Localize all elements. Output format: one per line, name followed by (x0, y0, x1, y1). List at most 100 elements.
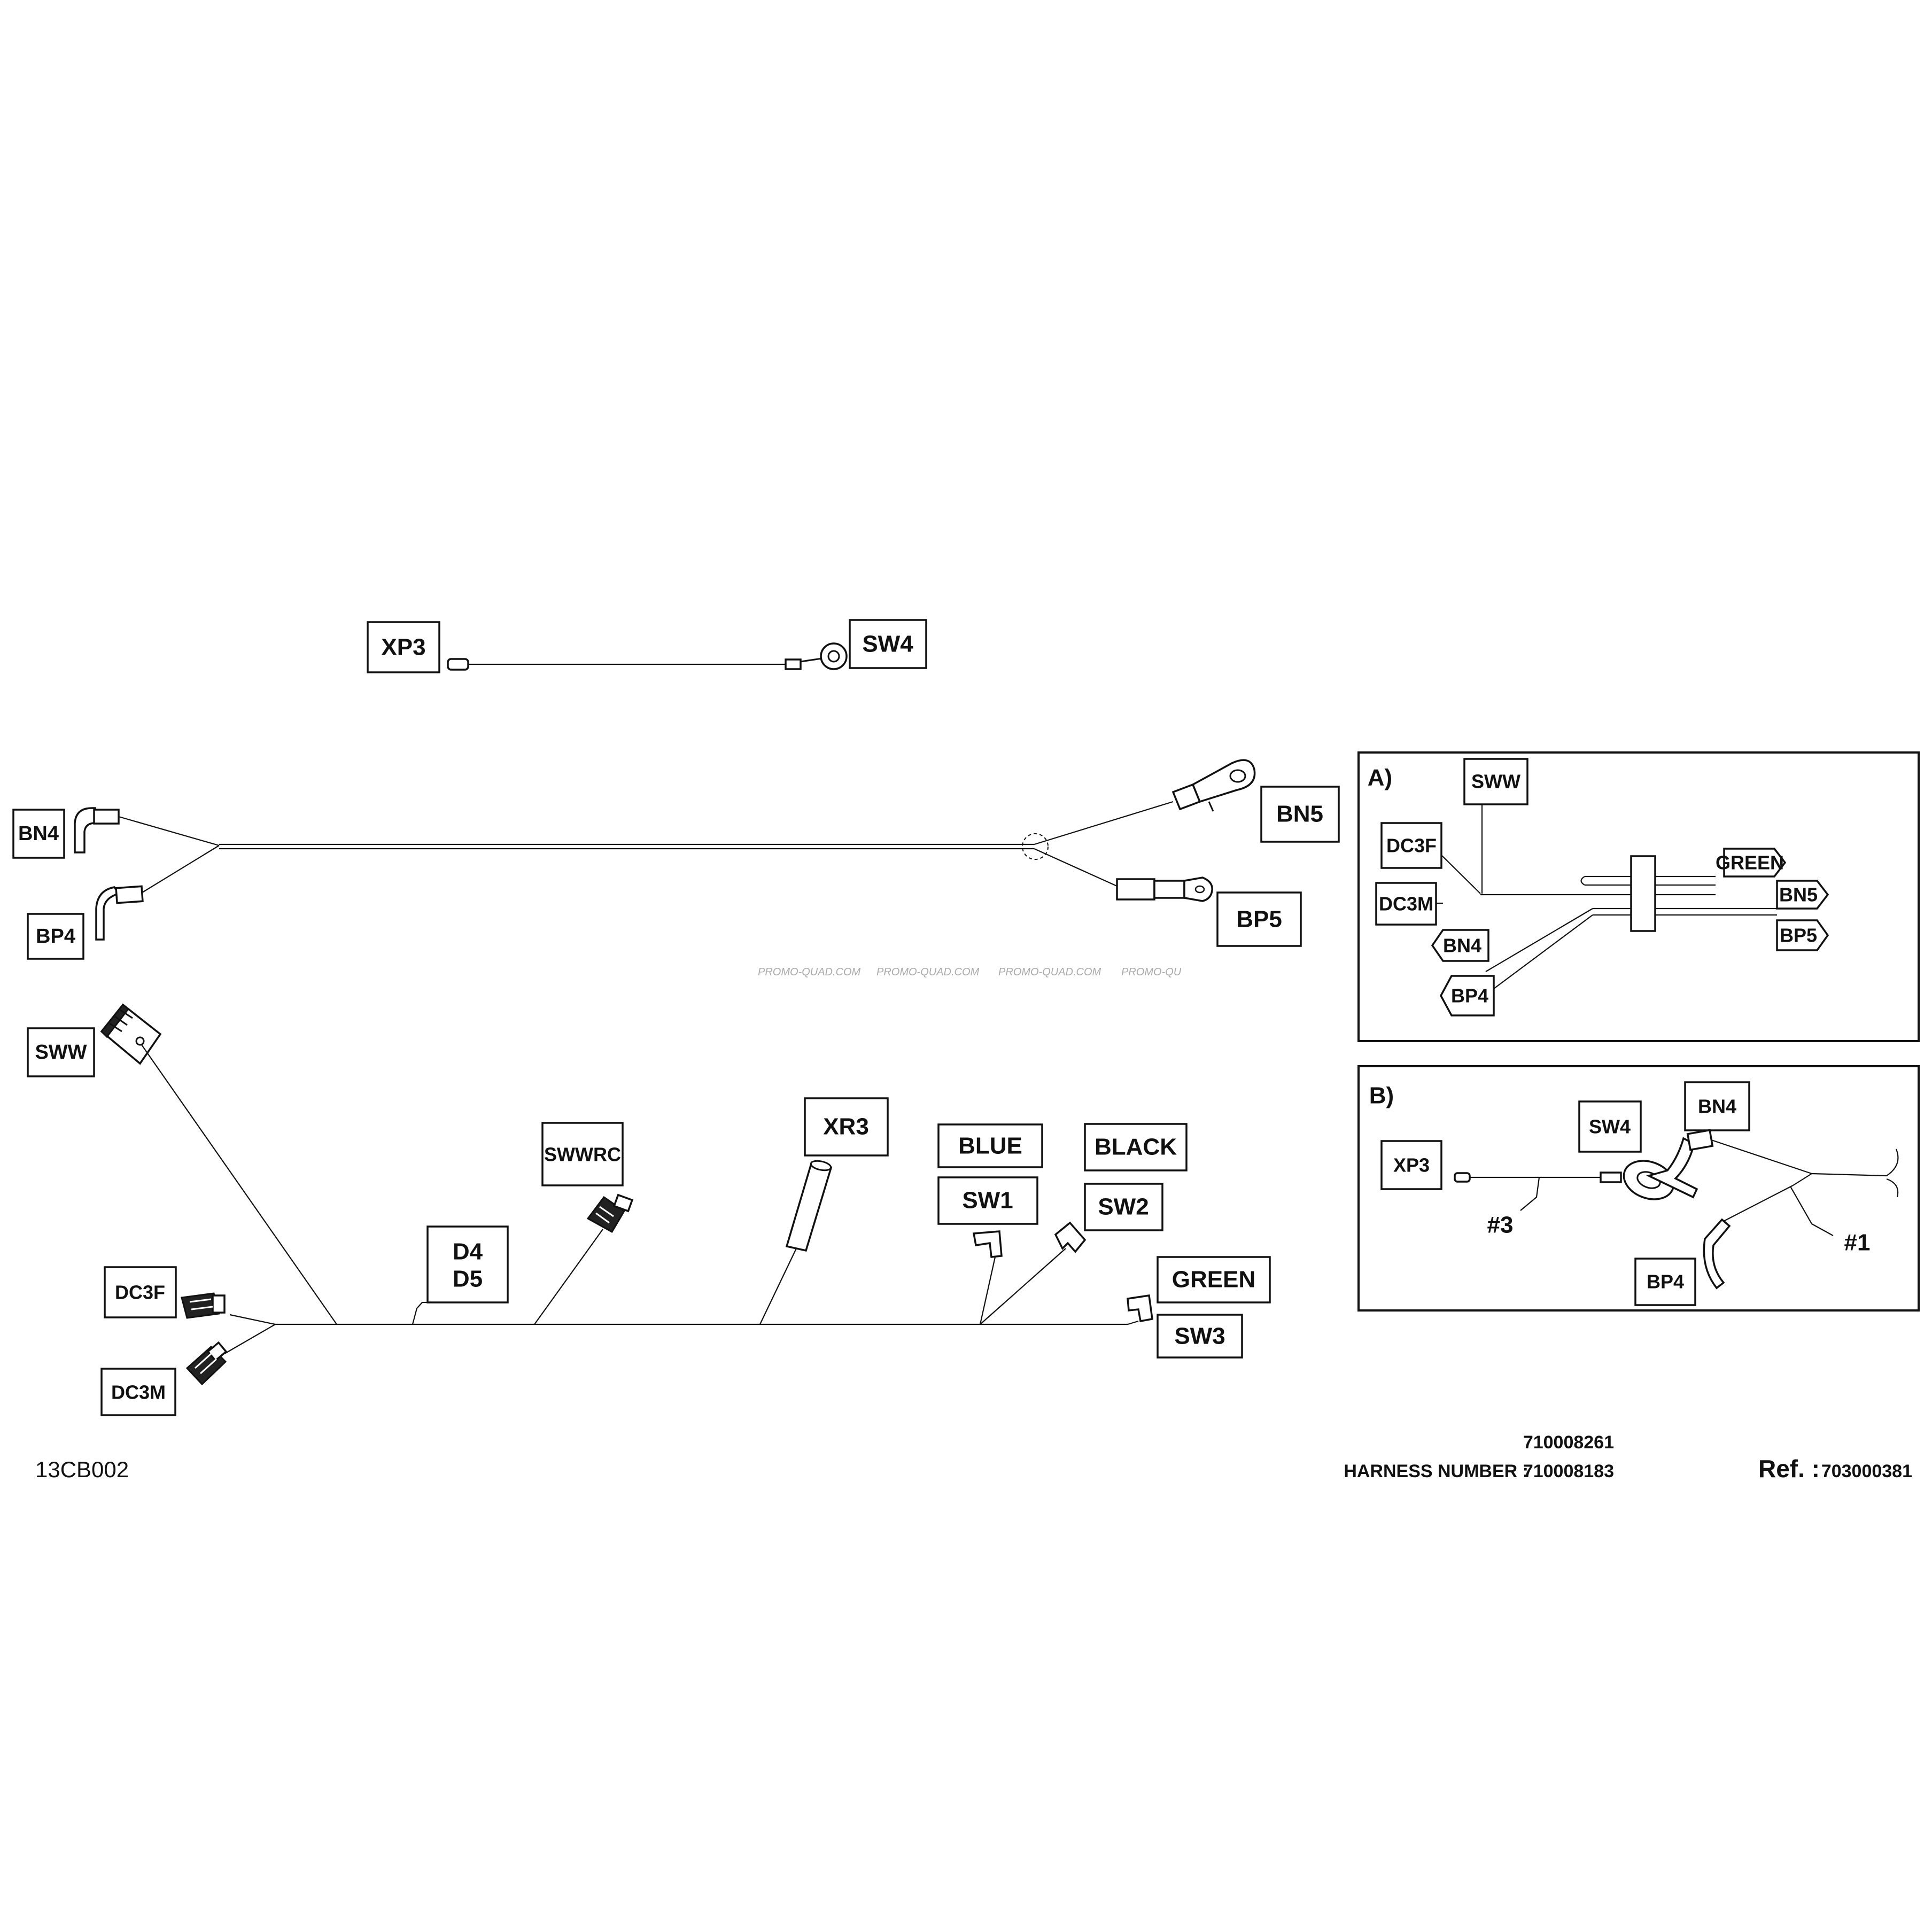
watermark-2: PROMO-QUAD.COM (876, 966, 980, 978)
d4-label: D4 (453, 1239, 483, 1265)
detail-a-bp4-label: BP4 (1451, 985, 1488, 1007)
black-label: BLACK (1095, 1134, 1177, 1160)
sww-label: SWW (35, 1041, 87, 1064)
sw2-terminal (1054, 1221, 1087, 1253)
detail-a-sww-label: SWW (1471, 771, 1520, 793)
watermark-3: PROMO-QUAD.COM (998, 966, 1101, 978)
swwrc-label-box (541, 1122, 624, 1186)
green-label-box (1157, 1256, 1271, 1303)
sww-connector (100, 1003, 162, 1065)
detail-a-bn4-tag (1431, 929, 1489, 962)
detail-a-bp5-tag (1776, 919, 1829, 951)
detail-b-callout-1: #1 (1844, 1230, 1871, 1256)
d5-label: D5 (453, 1266, 483, 1292)
dc3m-label: DC3M (111, 1382, 166, 1403)
detail-a-cable-clamp (1630, 855, 1656, 932)
xp3-label: XP3 (381, 634, 425, 661)
sw1-label-box (937, 1176, 1038, 1225)
detail-b-xp3-box (1380, 1140, 1442, 1190)
detail-b-xp3-label: XP3 (1393, 1154, 1430, 1176)
harness-number-1: 710008261 (1523, 1432, 1614, 1453)
detail-b-bn4-box (1684, 1081, 1750, 1131)
xr3-terminal (785, 1160, 833, 1252)
d4-d5-label-box (426, 1225, 509, 1303)
detail-b-bn4-label: BN4 (1698, 1096, 1736, 1118)
dc3f-label: DC3F (115, 1282, 165, 1303)
ground-cable-xp3-sw4: XP3 SW4 (367, 619, 927, 673)
xp3-label-box (367, 621, 440, 673)
battery-cable-assembly: BN4 BP4 BN5 (12, 759, 1340, 960)
bn4-label-box (12, 809, 65, 859)
sw2-label-box (1084, 1183, 1163, 1231)
ref-label: Ref. : (1758, 1455, 1820, 1483)
sw4-crimp (785, 658, 802, 670)
watermark-4: PROMO-QU (1121, 966, 1182, 978)
detail-a-dc3f-box (1380, 822, 1442, 869)
watermark-1: PROMO-QUAD.COM (758, 966, 861, 978)
dc3m-connector (185, 1341, 228, 1386)
dc3f-label-box (104, 1266, 177, 1318)
drawing-code: 13CB002 (35, 1457, 129, 1482)
dc3f-connector (181, 1292, 226, 1319)
xr3-label-box (804, 1097, 889, 1157)
detail-a-sww-box (1463, 758, 1528, 805)
detail-a-dc3m-label: DC3M (1379, 893, 1433, 915)
detail-b-bp4-connector (1703, 1218, 1731, 1290)
bn5-label: BN5 (1276, 801, 1323, 827)
black-label-box (1084, 1123, 1188, 1171)
detail-a-bn5-label: BN5 (1779, 884, 1818, 906)
harness-number-2: 710008183 (1523, 1461, 1614, 1481)
sw3-label-box (1157, 1314, 1243, 1359)
bn5-label-box (1260, 786, 1340, 843)
detail-a-panel: A) SWW DC3F DC3M GREEN BN5 BP5 BN4 BP4 (1357, 751, 1920, 1042)
green-label: GREEN (1172, 1267, 1255, 1293)
detail-b-bp4-label: BP4 (1647, 1271, 1684, 1293)
bn4-label: BN4 (18, 823, 59, 845)
sw1-label: SW1 (962, 1188, 1013, 1214)
watermark: PROMO-QUAD.COM PROMO-QUAD.COM PROMO-QUAD… (758, 966, 1182, 978)
bp4-connector (95, 885, 144, 941)
detail-b-panel: B) XP3 SW4 BN4 BP4 #3 #1 (1357, 1065, 1920, 1312)
bp4-label: BP4 (36, 925, 75, 948)
split-point (1022, 833, 1049, 860)
sw3-label: SW3 (1174, 1323, 1225, 1349)
detail-a-green-label: GREEN (1716, 852, 1784, 874)
xr3-label: XR3 (823, 1114, 869, 1140)
detail-b-bp4-box (1634, 1258, 1696, 1306)
detail-b-sw4-label: SW4 (1589, 1116, 1631, 1138)
detail-a-green-tag (1723, 848, 1787, 878)
d4-d5-diode (412, 1302, 423, 1325)
footer: 13CB002 710008261 710008183 HARNESS NUMB… (35, 1432, 1912, 1483)
detail-a-bp4-tag (1440, 975, 1495, 1017)
harness-number-label: HARNESS NUMBER : (1344, 1461, 1528, 1481)
sw2-label: SW2 (1098, 1194, 1149, 1220)
main-harness: SWW D4 D5 SWWRC XR3 (27, 1003, 1271, 1416)
detail-a-dc3m-box (1375, 882, 1437, 926)
detail-a-title: A) (1368, 765, 1392, 791)
swwrc-connector (586, 1193, 634, 1233)
detail-b-sw4-box (1578, 1100, 1642, 1153)
swwrc-label: SWWRC (544, 1144, 621, 1166)
detail-a-bn4-label: BN4 (1443, 935, 1481, 957)
bp4-label-box (27, 913, 84, 960)
detail-b-title: B) (1369, 1083, 1394, 1109)
detail-a-bp5-label: BP5 (1780, 925, 1817, 946)
blue-label: BLUE (958, 1133, 1022, 1159)
dc3m-label-box (100, 1368, 176, 1416)
sw4-label: SW4 (862, 631, 913, 657)
ref-number: 703000381 (1821, 1461, 1912, 1481)
bp5-label-box (1216, 891, 1302, 947)
sw3-terminal (1127, 1294, 1153, 1323)
sw4-label-box (849, 619, 927, 669)
xp3-terminal (447, 658, 469, 671)
sww-label-box (27, 1027, 95, 1077)
detail-b-xp3-terminal (1454, 1172, 1471, 1183)
detail-a-dc3f-label: DC3F (1386, 835, 1437, 857)
blue-label-box (937, 1123, 1043, 1168)
bp5-label: BP5 (1236, 906, 1282, 933)
bp5-lug (1116, 876, 1213, 902)
bn4-connector (74, 807, 120, 854)
detail-b-callout-3: #3 (1487, 1212, 1514, 1238)
